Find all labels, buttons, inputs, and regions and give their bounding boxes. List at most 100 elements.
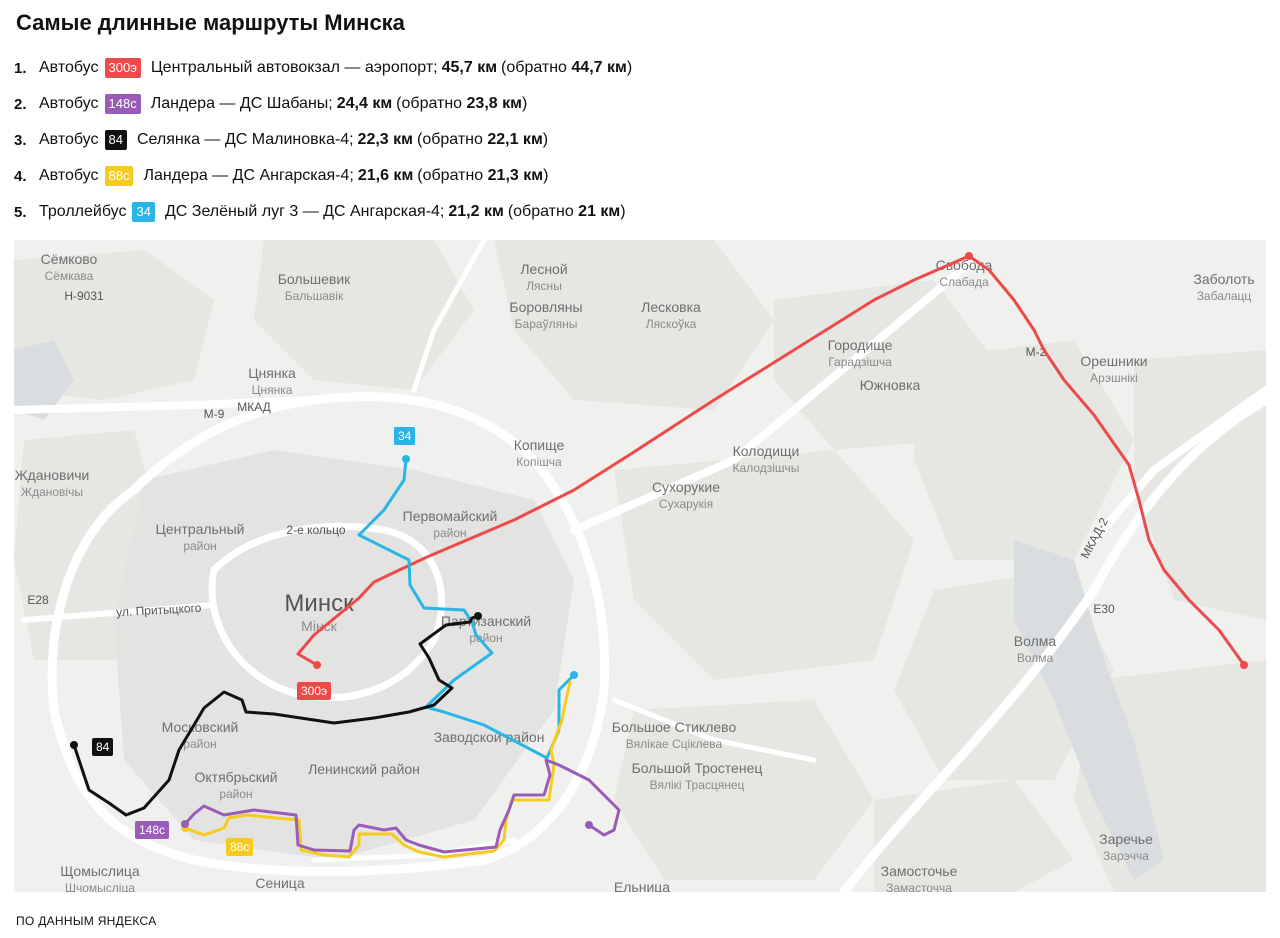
place-label: Сёмково [41,251,98,267]
map-badge-88c[interactable]: 88с [226,838,254,856]
place-sublabel: район [183,539,216,553]
place-label: Заболоть [1193,271,1254,287]
route-back-prefix: (обратно [417,167,484,184]
route-number: 1. [14,59,27,77]
place-label: Щомыслица [60,863,140,879]
place-label: Первомайский [403,508,498,524]
place-sublabel: район [183,737,216,751]
route-badge[interactable]: 84 [104,130,127,150]
road-label: Н-9031 [64,289,104,303]
map-badge-300e[interactable]: 300э [297,682,332,700]
road-label: ул. Притыцкого [116,601,202,619]
place-label: Цнянка [248,365,296,381]
route-badge[interactable]: 300э [104,58,141,78]
place-sublabel: район [469,631,502,645]
place-label: Ждановичи [15,467,90,483]
route-type: Автобус [39,59,99,76]
place-label: Заводской район [434,729,545,745]
place-label: Замосточье [881,863,958,879]
road-label: М-9 [204,407,225,421]
place-label: Большой Тростенец [632,760,763,776]
place-label: Копище [514,437,565,453]
place-label: Лесковка [641,299,701,315]
place-label: Большое Стиклево [612,719,737,735]
route-description: Ландера — ДС Ангарская-4; [143,167,354,184]
place-label: Партизанский [441,613,531,629]
route-distance: 24,4 км [336,95,393,112]
place-sublabel: Шчомысліца [65,881,135,892]
place-sublabel: Бараўляны [515,317,578,331]
place-label: Городище [828,337,893,353]
route-distance: 21,2 км [448,203,504,220]
road-label: МКАД [237,400,271,414]
route-number: 3. [14,131,27,149]
route-line-148c [183,758,621,854]
place-label: Октябрьский [194,769,277,785]
place-sublabel: Замасточча [886,881,952,892]
route-badge[interactable]: 34 [132,202,155,222]
route-distance: 45,7 км [441,59,498,76]
route-back-distance: 21 км [578,203,621,220]
place-label: Волма [1014,633,1057,649]
route-endpoints [70,252,1248,832]
route-back-suffix: ) [620,203,626,220]
route-type: Троллейбус [39,203,127,220]
place-sublabel: Гарадзішча [828,355,892,369]
map-badge-84[interactable]: 84 [92,738,114,756]
route-line-84 [72,614,480,817]
source-note: ПО ДАННЫМ ЯНДЕКСА [16,914,157,928]
map-badge-34[interactable]: 34 [394,427,416,445]
place-sublabel: Ляскоўка [646,317,697,331]
route-description: Селянка — ДС Малиновка-4; [136,131,354,148]
route-back-suffix: ) [543,167,549,184]
route-distance: 22,3 км [357,131,413,148]
place-sublabel: Волма [1017,651,1054,665]
place-label: Центральный [156,521,245,537]
route-back-suffix: ) [542,131,549,148]
route-back-distance: 22,1 км [487,131,543,148]
place-sublabel: Цнянка [252,383,293,397]
place-label: Колодищи [733,443,800,459]
place-sublabel: Сухарукія [659,497,713,511]
place-sublabel: Лясны [526,279,562,293]
route-number: 5. [14,203,27,221]
route-type: Автобус [39,95,99,112]
place-sublabel: Сёмкава [45,269,94,283]
route-back-suffix: ) [521,95,528,112]
place-label: Ленинский район [308,761,420,777]
route-back-suffix: ) [626,59,633,76]
route-badge[interactable]: 148с [104,94,141,114]
route-description: Ландера — ДС Шабаны; [150,95,333,112]
route-badge[interactable]: 88с [104,166,134,186]
city-area [114,450,574,860]
place-sublabel: район [219,787,252,801]
place-label: Большевик [278,271,351,287]
roads [14,240,1266,892]
map-badge-148c[interactable]: 148с [135,821,170,839]
place-label: Сухорукие [652,479,720,495]
place-label: Орешники [1080,353,1147,369]
route-back-distance: 21,3 км [487,167,544,184]
route-back-prefix: (обратно [507,203,574,220]
route-back-prefix: (обратно [501,59,567,76]
route-back-prefix: (обратно [396,95,463,112]
route-lines [72,254,1246,859]
road-label: М-2 [1026,345,1047,359]
place-label: Ельница [614,879,670,892]
route-back-prefix: (обратно [416,131,483,148]
place-label: Боровляны [509,299,582,315]
place-sublabel: Бальшавік [285,289,344,303]
place-sublabel: Калодзішчы [733,461,800,475]
page-title: Самые длинные маршруты Минска [16,10,405,35]
route-line-300e [296,254,1246,667]
place-label: Московский [162,719,239,735]
place-label: Сеница [255,875,304,891]
water-bodies [14,340,1164,880]
